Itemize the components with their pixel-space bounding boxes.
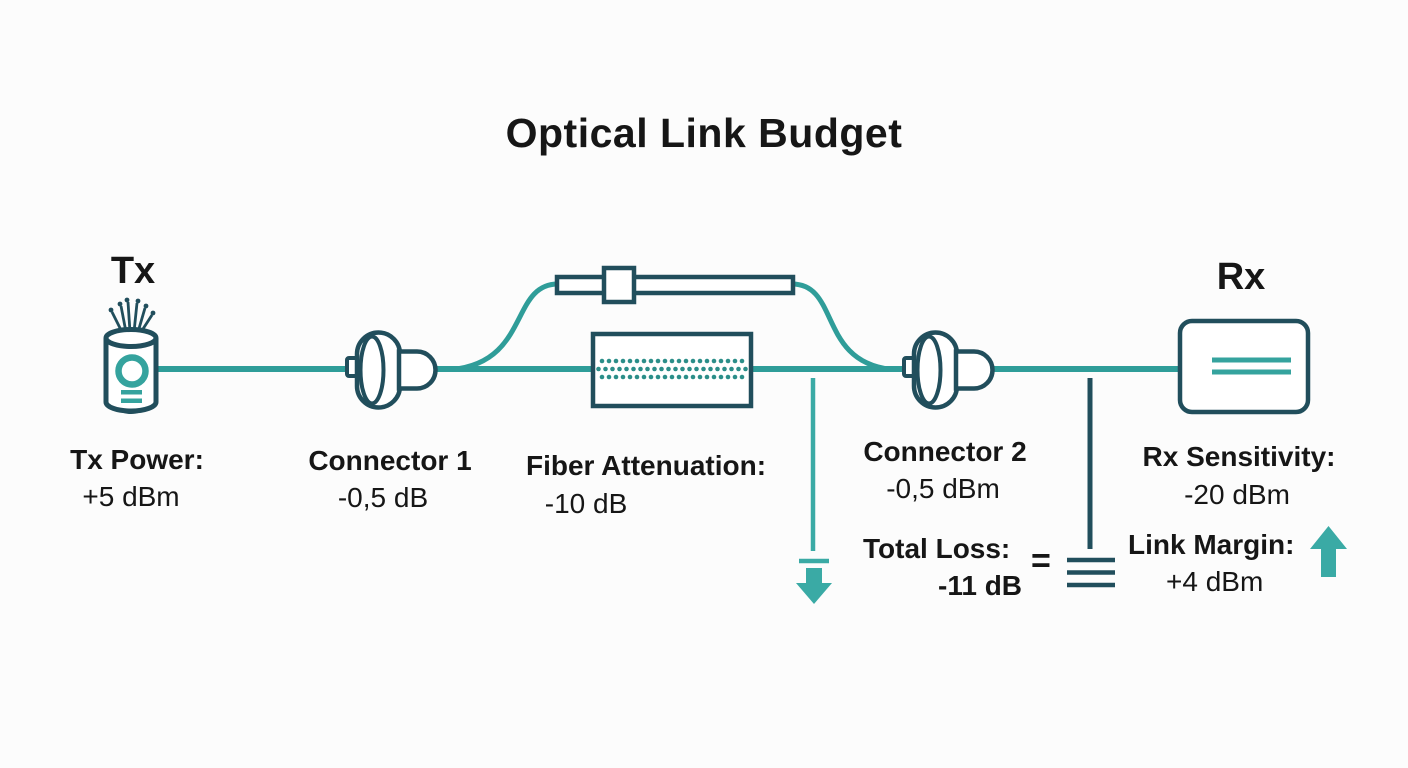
tx-power-caption: Tx Power: [70,444,204,475]
connector2-value: -0,5 dBm [886,473,1000,504]
connector2-caption: Connector 2 [863,436,1027,467]
connector1-caption: Connector 1 [308,445,472,476]
connector1-value: -0,5 dB [337,482,429,513]
total-loss-down-arrow-icon [796,378,832,604]
total-loss-caption: Total Loss: [863,533,1011,564]
tx-transmitter-icon [103,297,159,414]
fiber-spool-icon [590,331,754,409]
tx-power-value: +5 dBm [82,481,180,512]
equivalence-bars-icon [1067,378,1115,588]
page-title: Optical Link Budget [505,110,903,156]
rx-receiver-icon [1177,318,1311,415]
connector-icon [345,330,438,410]
rx-sensitivity-caption: Rx Sensitivity: [1142,441,1336,472]
tx-label: Tx [110,250,156,292]
link-margin-caption: Link Margin: [1128,529,1295,560]
fiber-strand-tips [108,297,156,316]
link-margin-up-arrow-icon [1310,526,1347,577]
link-margin-value: +4 dBm [1166,566,1264,597]
rx-sensitivity-value: -20 dBm [1184,479,1290,510]
fiber-attenuation-caption: Fiber Attenuation: [525,450,767,481]
rx-label: Rx [1216,256,1266,298]
fiber-attenuation-value: -10 dB [544,488,628,519]
connector-icon [902,330,995,410]
fiber-loop-curves [451,281,893,372]
patch-cord-icon [554,265,796,305]
equals-sign: = [1031,542,1051,580]
total-loss-value: -11 dB [938,570,1023,601]
fiber-spool-dots [596,358,748,380]
